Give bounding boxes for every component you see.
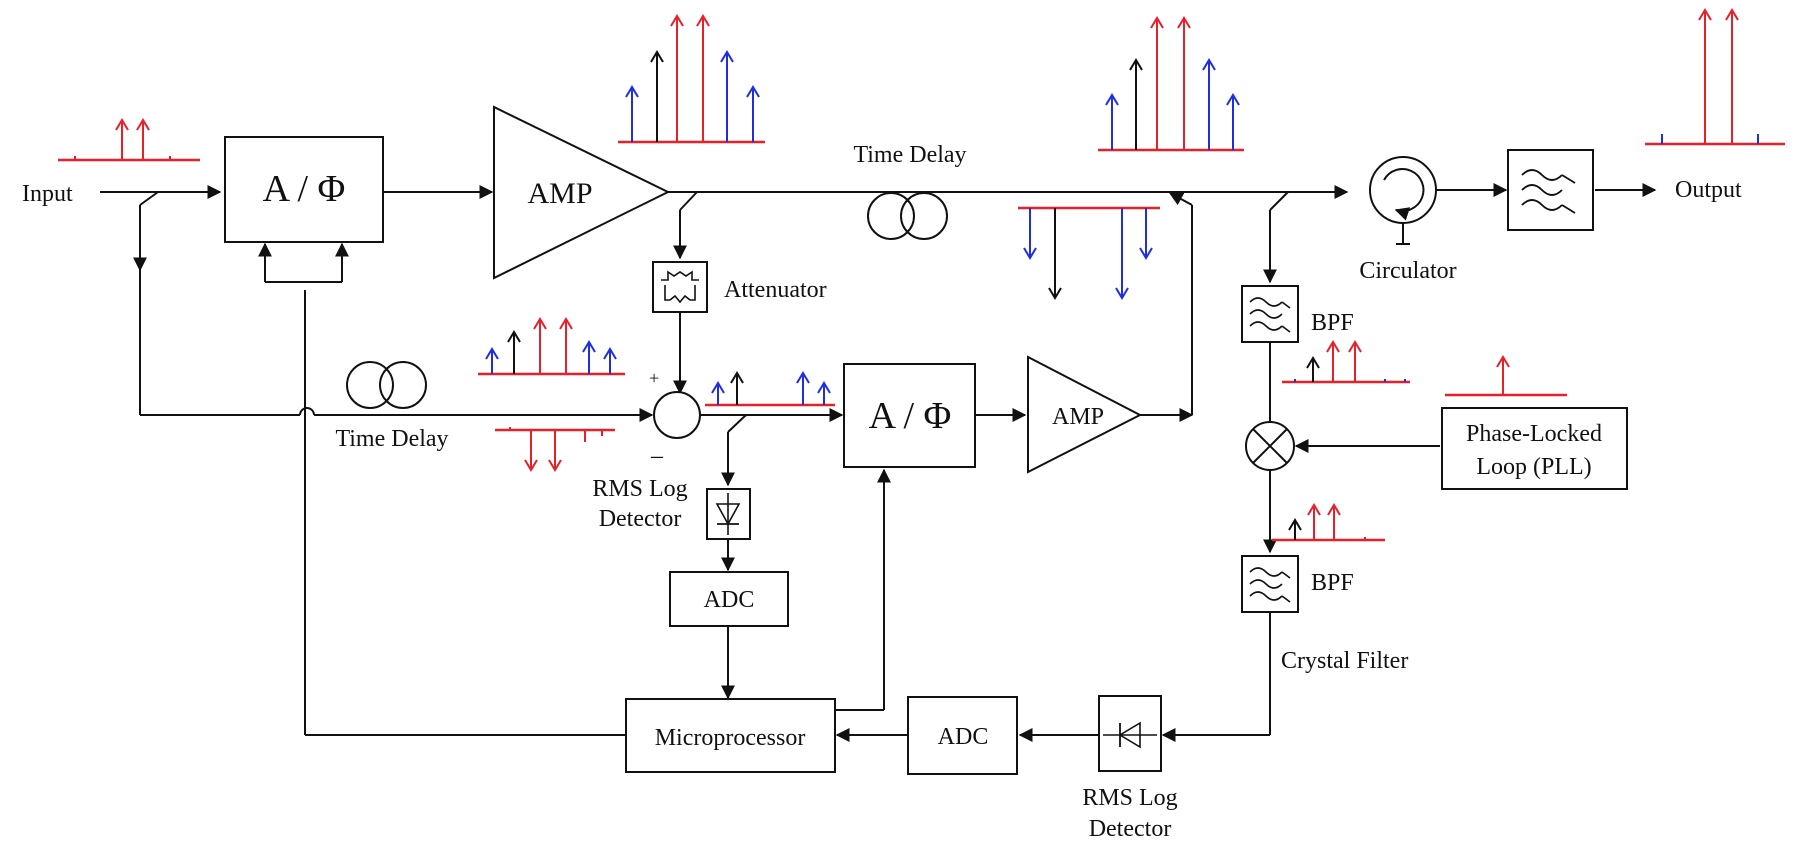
attenuator-icon	[661, 270, 699, 304]
bpf1-label: BPF	[1311, 310, 1354, 336]
spectrum-mixer	[1272, 503, 1385, 542]
circulator-label: Circulator	[1359, 258, 1456, 284]
spectrum-input	[58, 118, 200, 162]
output-label: Output	[1675, 177, 1742, 203]
crystal-filter-label: Crystal Filter	[1281, 648, 1408, 674]
amplifier-1: AMP	[493, 105, 671, 280]
amp1-label: AMP	[527, 177, 592, 210]
vm1-label: A / Φ	[263, 168, 346, 210]
spectrum-main-line	[1098, 16, 1244, 152]
minus-sign: –	[650, 443, 664, 469]
pll-label-line1: Phase-Locked	[1466, 421, 1602, 447]
filter-icon	[1521, 169, 1576, 214]
attenuator: Attenuator	[652, 261, 827, 313]
vector-modulator-2: A / Φ	[843, 363, 976, 468]
diode-icon	[1103, 721, 1157, 749]
spectrum-reference	[478, 317, 625, 376]
rms1-label-line1: RMS Log	[592, 476, 687, 502]
mixer-icon	[1245, 421, 1295, 471]
input-label: Input	[22, 181, 73, 207]
time-delay-icon: Time Delay	[335, 361, 449, 452]
time-delay-bottom-label: Time Delay	[335, 426, 448, 452]
spectrum-residual	[705, 371, 835, 407]
pll: Phase-Locked Loop (PLL)	[1441, 407, 1628, 490]
diode-icon	[715, 493, 741, 535]
bpf2-label: BPF	[1311, 570, 1354, 596]
time-delay-top-label: Time Delay	[853, 142, 966, 168]
adc-2: ADC	[907, 696, 1018, 775]
bandpass-filter-1: BPF	[1241, 285, 1354, 343]
rms2-label-line2: Detector	[1089, 816, 1172, 842]
vm2-label: A / Φ	[869, 395, 952, 437]
spectrum-glyphs	[58, 8, 1785, 542]
spectrum-pll	[1445, 355, 1567, 397]
rms2-label-line1: RMS Log	[1082, 785, 1177, 811]
vector-modulator-1: A / Φ	[224, 136, 384, 243]
signal-wires	[100, 183, 1657, 742]
circulator-icon: Circulator	[1359, 156, 1457, 284]
amplifier-2: AMP	[1027, 355, 1143, 474]
spectrum-delay-inverted	[495, 427, 615, 472]
amp2-label: AMP	[1052, 404, 1104, 430]
plus-sign: +	[649, 368, 659, 388]
microprocessor-label: Microprocessor	[655, 725, 806, 751]
microprocessor: Microprocessor	[625, 698, 836, 773]
spectrum-output	[1645, 8, 1785, 146]
spectrum-cancel	[1018, 206, 1160, 300]
pll-label-line2: Loop (PLL)	[1476, 454, 1591, 480]
attenuator-label: Attenuator	[724, 277, 827, 303]
spectrum-bpf1	[1282, 340, 1410, 384]
output-filter	[1507, 149, 1594, 231]
rms1-label-line2: Detector	[599, 506, 682, 532]
adc2-label: ADC	[938, 724, 989, 750]
bandpass-filter-2: BPF Crystal Filter	[1241, 555, 1408, 674]
rms-log-detector-1: RMS Log Detector	[592, 476, 751, 540]
adc1-label: ADC	[704, 587, 755, 613]
summing-junction-icon: + –	[649, 368, 701, 469]
filter-icon	[1249, 567, 1291, 603]
adc-1: ADC	[669, 571, 789, 627]
time-delay-icon: Time Delay	[853, 142, 967, 240]
spectrum-amp1-out	[618, 14, 765, 144]
rms-log-detector-2: RMS Log Detector	[1082, 695, 1178, 842]
filter-icon	[1249, 297, 1291, 333]
